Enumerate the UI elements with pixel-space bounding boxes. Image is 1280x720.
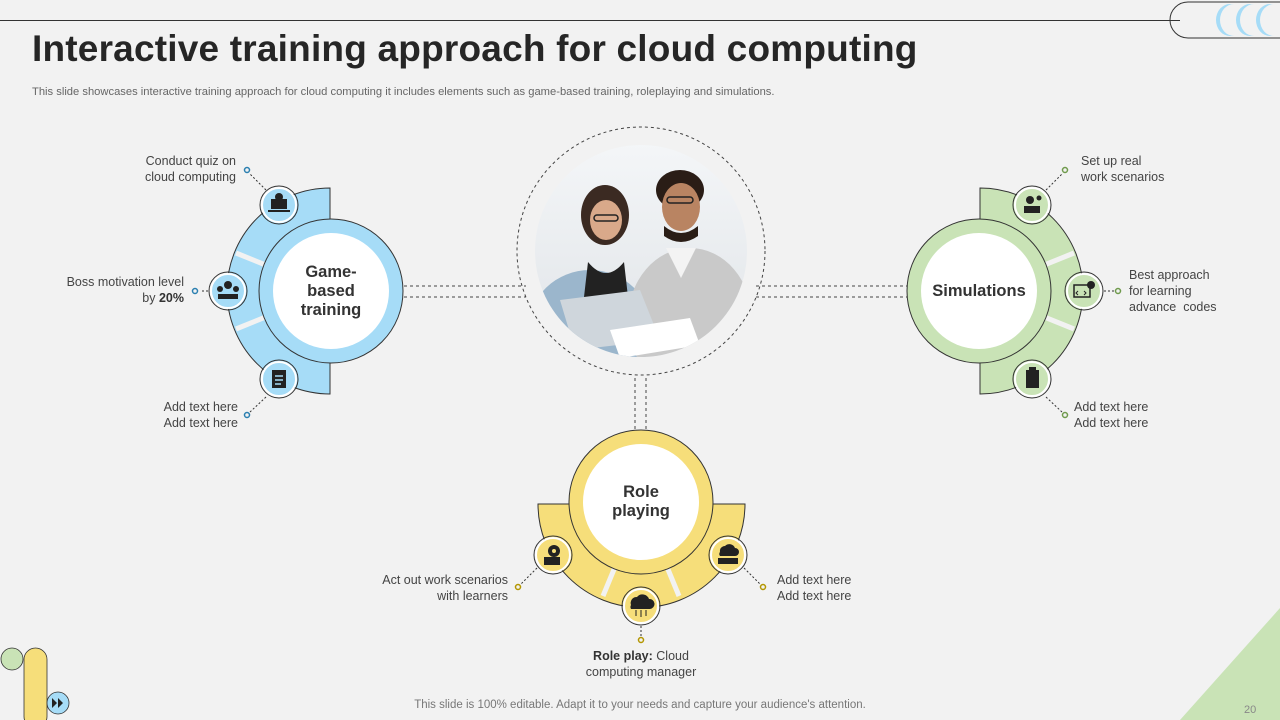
simulations-label-top-line1: Set up real [1081, 154, 1142, 168]
document-icon [1012, 359, 1052, 399]
game-label-mid-prefix: by [142, 291, 159, 305]
hub-role-title: Role playing [595, 483, 687, 521]
simulations-label-mid-line3: advance codes [1129, 300, 1217, 314]
game-label-pointers [200, 173, 267, 413]
simulations-label-bottom-line2: Add text here [1074, 416, 1149, 430]
game-label-mid-value: 20% [158, 291, 184, 305]
role-label-bottom-rest: Cloud [652, 649, 689, 663]
team-meeting-icon [208, 271, 248, 311]
center-photo [516, 126, 766, 376]
game-label-bottom: Add text here Add text here [96, 399, 238, 431]
simulations-label-mid-line1: Best approach [1129, 268, 1210, 282]
role-label-left-line1: Act out work scenarios [382, 573, 508, 587]
game-label-mid-line2: by 20% [34, 290, 184, 306]
page-number: 20 [1244, 704, 1257, 716]
hub-role-line2: playing [612, 502, 670, 520]
simulations-label-top: Set up real work scenarios [1081, 153, 1221, 185]
game-label-top-line2: cloud computing [144, 170, 236, 184]
role-label-bottom-line2: computing manager [585, 665, 697, 679]
hub-game-based-training [226, 187, 404, 395]
role-label-right-line1: Add text here [777, 573, 852, 587]
hub-simulations-title: Simulations [932, 282, 1026, 300]
game-label-bottom-line1: Add text here [163, 400, 238, 414]
hub-role-line1: Role [623, 483, 659, 501]
page-subtitle: This slide showcases interactive trainin… [32, 86, 775, 98]
hub-simulations [906, 187, 1084, 395]
corner-yellow-pill [23, 647, 48, 720]
presenter-icon [1012, 185, 1052, 225]
role-label-bottom-bold: Role play: [593, 649, 653, 663]
role-label-bottom: Role play: Cloud computing manager [561, 648, 721, 680]
cloud-laptop-icon [708, 535, 748, 575]
game-label-mid: Boss motivation level by 20% [34, 274, 184, 306]
role-label-bottom-line1: Role play: Cloud [561, 648, 721, 664]
brain-gear-icon [533, 535, 573, 575]
role-label-right: Add text here Add text here [777, 572, 917, 604]
simulations-label-mid: Best approach for learning advance codes [1129, 267, 1249, 315]
hub-game-title: Game- based training [285, 263, 377, 320]
code-settings-icon [1064, 271, 1104, 311]
clipboard-icon [259, 359, 299, 399]
page-title: Interactive training approach for cloud … [32, 28, 918, 69]
hub-role-playing [537, 429, 746, 608]
hub-game-line2: based [307, 282, 355, 300]
hub-game-line3: training [300, 301, 362, 319]
simulations-label-mid-line2: for learning [1129, 284, 1192, 298]
fast-forward-icon [52, 698, 63, 708]
header-pill-outline [1169, 1, 1280, 39]
header-chevrons-decoration [1216, 4, 1274, 36]
game-label-bottom-line2: Add text here [163, 416, 238, 430]
game-label-top-line1: Conduct quiz on [145, 154, 236, 168]
simulations-label-pointers [1045, 173, 1114, 413]
role-label-pointers [520, 567, 761, 636]
simulations-label-bottom-line1: Add text here [1074, 400, 1149, 414]
corner-triangle-decoration [1180, 608, 1280, 720]
connector-lines [404, 285, 908, 430]
simulations-label-top-line2: work scenarios [1081, 170, 1165, 184]
role-label-right-line2: Add text here [777, 589, 852, 603]
role-label-left-line2: with learners [437, 589, 508, 603]
corner-green-dot [0, 647, 24, 671]
hub-game-line1: Game- [305, 263, 357, 281]
simulations-label-bottom: Add text here Add text here [1074, 399, 1214, 431]
game-label-top: Conduct quiz on cloud computing [96, 153, 236, 185]
quiz-laptop-icon [259, 185, 299, 225]
game-label-mid-line1: Boss motivation level [66, 275, 184, 289]
footer-note: This slide is 100% editable. Adapt it to… [414, 699, 866, 711]
cloud-network-icon [621, 586, 661, 626]
role-label-left: Act out work scenarios with learners [340, 572, 508, 604]
